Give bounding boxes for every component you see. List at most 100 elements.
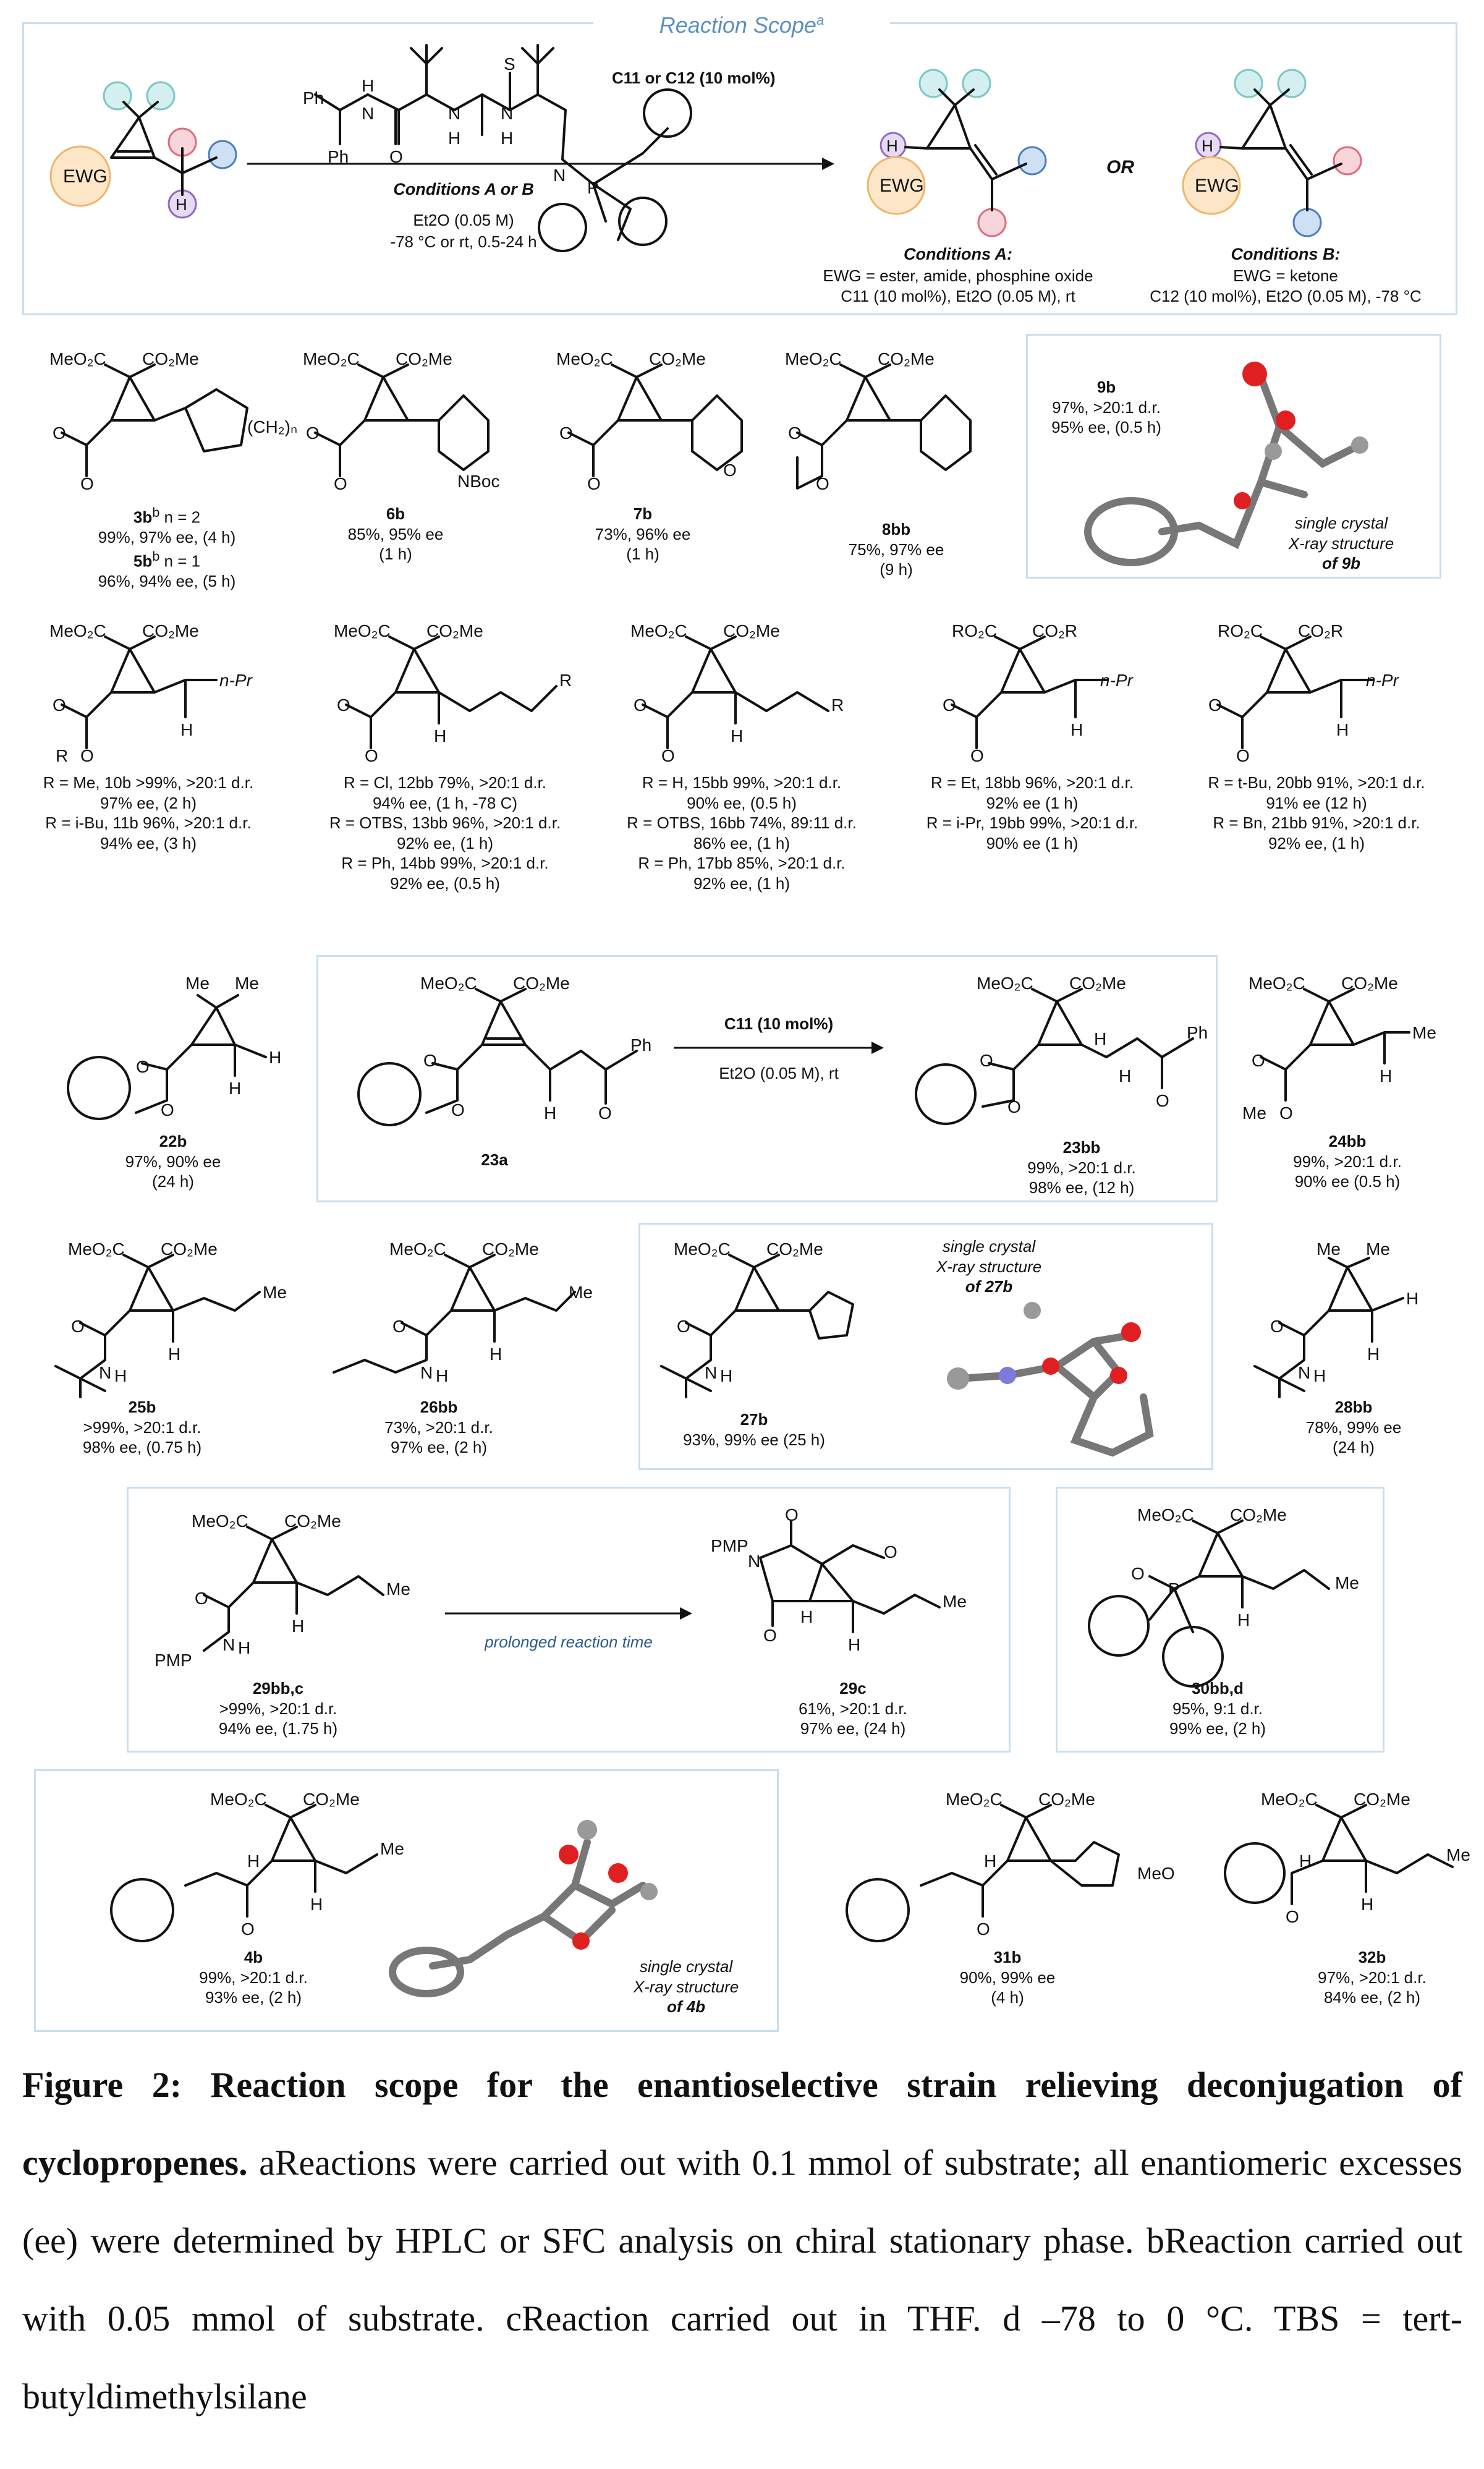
svg-text:Me: Me [943,1592,967,1611]
svg-text:MeO₂C: MeO₂C [1261,1790,1318,1809]
svg-text:H: H [1367,1345,1380,1364]
reaction-29-arrow [445,1607,692,1620]
svg-text:Me: Me [569,1283,593,1302]
conditions-a-line1: EWG = ester, amide, phosphine oxide [823,266,1093,285]
svg-text:n-Pr: n-Pr [1366,671,1400,690]
svg-text:Ph: Ph [303,88,324,108]
svg-text:MeO₂C: MeO₂C [785,349,842,368]
svg-text:H: H [490,1345,502,1364]
svg-text:O: O [634,695,647,715]
svg-text:MeO₂C: MeO₂C [389,1239,446,1259]
main-reaction-arrow [247,158,834,170]
svg-text:H: H [176,195,187,214]
svg-text:MeO₂C: MeO₂C [334,621,391,640]
svg-text:O: O [661,746,675,765]
figure-caption: Figure 2: Reaction scope for the enantio… [22,2046,1462,2436]
svg-text:MeO₂C: MeO₂C [1249,974,1305,993]
svg-text:Me: Me [386,1579,410,1599]
svg-text:O: O [884,1542,897,1562]
label-10b: R = Me, 10b >99%, >20:1 d.r.97% ee, (2 h… [43,773,254,852]
svg-text:H: H [238,1638,250,1657]
svg-text:H: H [1336,720,1349,739]
svg-text:H: H [1313,1366,1326,1385]
conditions-a-line2: C11 (10 mol%), Et2O (0.05 M), rt [841,287,1075,305]
xray-4b-image [389,1820,658,1997]
svg-text:O: O [53,423,66,443]
svg-text:MeO₂C: MeO₂C [192,1511,248,1531]
svg-text:RO₂C: RO₂C [952,621,997,640]
caption-note-a: aReactions were carried out with 0.1 mmo… [22,2143,1462,2261]
svg-text:O: O [389,147,403,166]
svg-text:Me: Me [185,974,210,993]
svg-text:Me: Me [1366,1239,1390,1259]
svg-text:MeO₂C: MeO₂C [303,349,360,368]
catalyst-label: C11 or C12 (10 mol%) [612,69,776,87]
label-29b: 29bb,c>99%, >20:1 d.r.94% ee, (1.75 h) [218,1679,338,1738]
svg-text:O: O [80,474,94,493]
svg-text:EWG: EWG [880,176,924,196]
svg-text:O: O [559,423,573,443]
svg-text:O: O [723,461,737,480]
svg-text:H: H [1380,1066,1392,1086]
svg-text:H: H [310,1895,323,1914]
reaction-29-box [127,1487,1011,1753]
svg-text:H: H [1119,1066,1131,1086]
svg-text:MeO₂C: MeO₂C [68,1239,125,1259]
svg-text:H: H [269,1048,281,1067]
svg-text:O: O [306,423,320,443]
svg-text:H: H [448,129,460,148]
svg-text:O: O [1270,1317,1284,1336]
svg-text:NBoc: NBoc [457,472,499,491]
conditions-b-line2: C12 (10 mol%), Et2O (0.05 M), -78 °C [1150,287,1422,305]
svg-text:P: P [1168,1579,1180,1599]
svg-text:Me: Me [1242,1103,1266,1123]
xray-27b-image [947,1302,1154,1457]
svg-text:N: N [420,1363,433,1382]
caption-note-c: cReaction carried out in THF. [506,2298,982,2339]
svg-text:PMP: PMP [155,1651,192,1670]
svg-text:O: O [785,1505,799,1524]
svg-text:N: N [1298,1363,1310,1382]
svg-text:O: O [816,474,829,493]
svg-text:O: O [1236,746,1250,765]
svg-text:O: O [1156,1091,1169,1110]
svg-text:H: H [720,1366,732,1385]
svg-text:R: R [831,695,844,715]
svg-text:N: N [362,104,374,123]
svg-text:O: O [53,695,66,715]
svg-text:O: O [977,1919,990,1939]
xray-9b-image [1084,362,1368,566]
svg-text:O: O [980,1051,993,1070]
svg-text:EWG: EWG [63,166,108,187]
or-label: OR [1106,157,1134,177]
svg-text:O: O [1208,695,1222,715]
product-b-structure: H EWG [1182,69,1362,237]
svg-text:R: R [559,671,572,690]
xray-9b-box [1026,334,1441,579]
svg-text:O: O [392,1317,406,1336]
svg-text:H: H [180,720,193,739]
caption-note-b: bReaction carried out with 0.05 mmol of … [22,2220,1463,2339]
svg-text:H: H [1406,1289,1418,1308]
substrate-cyclopropene-structure: EWG H [49,81,237,219]
label-20b: R = t-Bu, 20bb 91%, >20:1 d.r.91% ee (12… [1208,773,1425,852]
